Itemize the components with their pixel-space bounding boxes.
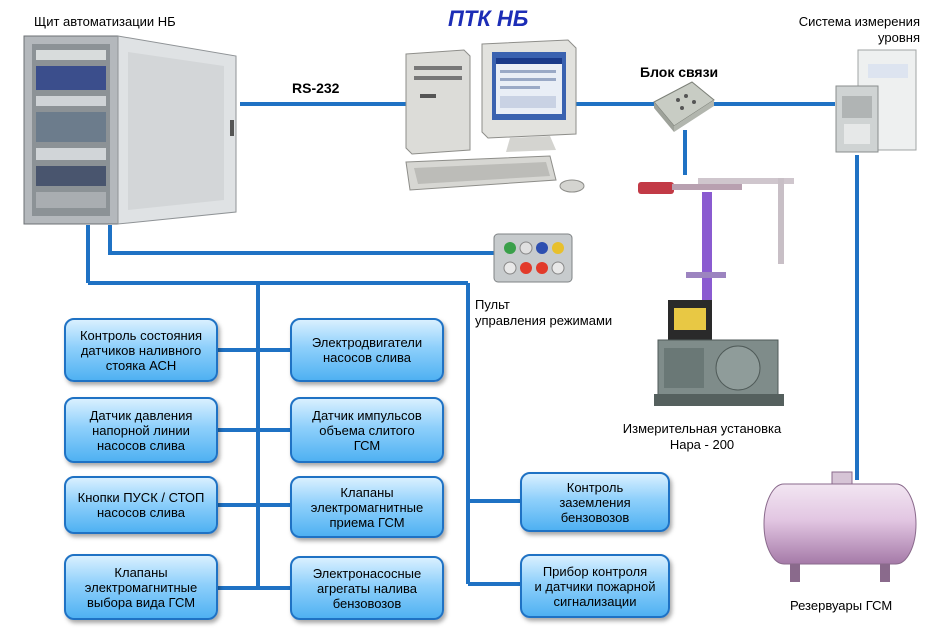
box-text-line: Клапаны bbox=[340, 484, 394, 500]
box-text: Клапаны электромагнитные приема ГСМ bbox=[311, 485, 423, 530]
box-text-line: ГСМ bbox=[353, 437, 381, 453]
level-system-image bbox=[835, 49, 917, 153]
cabinet-label: Щит автоматизации НБ bbox=[34, 14, 176, 29]
metering-unit-label: Измерительная установка Нара - 200 bbox=[602, 421, 802, 453]
box-text-line: насосов слива bbox=[96, 505, 186, 520]
box-text-line: Кнопки ПУСК / СТОП bbox=[77, 490, 205, 505]
metering-unit-image bbox=[638, 178, 794, 406]
box-grounding-control: Контроль заземления бензовозов bbox=[520, 472, 670, 532]
box-text-line: сигнализации bbox=[553, 593, 637, 609]
box-volume-pulse-sensor: Датчик импульсов объема слитого ГСМ bbox=[290, 397, 444, 463]
box-text-line: агрегаты налива bbox=[316, 580, 417, 596]
control-panel-label-line: управления режимами bbox=[475, 313, 613, 328]
box-intake-valves: Клапаны электромагнитные приема ГСМ bbox=[290, 476, 444, 538]
box-text-line: Контроль состояния bbox=[79, 327, 202, 343]
box-text-line: Электронасосные bbox=[312, 565, 422, 581]
control-panel-label-line: Пульт bbox=[475, 297, 510, 312]
box-text-line: Электродвигатели bbox=[311, 335, 423, 350]
box-text-line: бензовозов bbox=[560, 509, 630, 525]
control-panel-label: Пульт управления режимами bbox=[475, 297, 612, 329]
box-text-line: приема ГСМ bbox=[329, 514, 405, 530]
box-text-line: напорной линии bbox=[92, 422, 190, 438]
box-text-line: электромагнитные bbox=[310, 499, 424, 515]
box-text: Электродвигатели насосов слива bbox=[312, 335, 422, 365]
box-text: Кнопки ПУСК / СТОП насосов слива bbox=[78, 490, 205, 520]
computer-image bbox=[405, 39, 585, 193]
box-text: Контроль состояния датчиков наливного ст… bbox=[80, 328, 202, 373]
tanks-label: Резервуары ГСМ bbox=[790, 598, 893, 613]
box-fuel-selection-valves: Клапаны электромагнитные выбора вида ГСМ bbox=[64, 554, 218, 620]
box-ash-riser-sensors: Контроль состояния датчиков наливного ст… bbox=[64, 318, 218, 382]
level-system-label: Система измерения уровня bbox=[760, 14, 920, 46]
comm-unit-label: Блок связи bbox=[640, 64, 719, 80]
level-system-label-line: уровня bbox=[878, 30, 920, 45]
box-text-line: бензовозов bbox=[332, 595, 402, 611]
level-system-label-line: Система измерения bbox=[798, 14, 920, 29]
box-text: Клапаны электромагнитные выбора вида ГСМ bbox=[85, 565, 197, 610]
mode-control-panel-image bbox=[493, 233, 573, 283]
box-text: Датчик давления напорной линии насосов с… bbox=[90, 408, 193, 453]
box-text-line: Датчик давления bbox=[89, 407, 193, 423]
rs232-label: RS-232 bbox=[292, 80, 340, 96]
page-title: ПТК НБ bbox=[448, 6, 529, 31]
box-text-line: стояка АСН bbox=[105, 357, 177, 373]
box-text-line: Датчик импульсов bbox=[312, 407, 422, 423]
comm-unit-image bbox=[653, 81, 715, 132]
box-text-line: насосов слива bbox=[322, 350, 411, 365]
box-text-line: объема слитого bbox=[319, 422, 415, 438]
box-pressure-sensor: Датчик давления напорной линии насосов с… bbox=[64, 397, 218, 463]
box-start-stop-buttons: Кнопки ПУСК / СТОП насосов слива bbox=[64, 476, 218, 534]
box-text-line: Прибор контроля bbox=[542, 563, 648, 579]
box-text: Контроль заземления бензовозов bbox=[559, 480, 630, 525]
box-text-line: насосов слива bbox=[96, 437, 185, 453]
box-text: Прибор контроля и датчики пожарной сигна… bbox=[535, 564, 656, 609]
box-text-line: и датчики пожарной bbox=[534, 578, 656, 594]
box-loading-pump-units: Электронасосные агрегаты налива бензовоз… bbox=[290, 556, 444, 620]
box-text-line: заземления bbox=[559, 494, 631, 510]
metering-unit-label-line: Измерительная установка bbox=[622, 421, 782, 436]
box-text: Датчик импульсов объема слитого ГСМ bbox=[312, 408, 422, 453]
box-text-line: выбора вида ГСМ bbox=[86, 594, 196, 610]
box-text-line: электромагнитные bbox=[84, 579, 198, 595]
fuel-tank-image bbox=[763, 471, 917, 582]
box-fire-alarm-control: Прибор контроля и датчики пожарной сигна… bbox=[520, 554, 670, 618]
metering-unit-label-line: Нара - 200 bbox=[669, 437, 735, 452]
box-text-line: Контроль bbox=[566, 479, 624, 495]
box-text-line: датчиков наливного bbox=[80, 342, 202, 358]
box-pump-motors: Электродвигатели насосов слива bbox=[290, 318, 444, 382]
box-text: Электронасосные агрегаты налива бензовоз… bbox=[313, 566, 422, 611]
box-text-line: Клапаны bbox=[114, 564, 168, 580]
automation-cabinet-image bbox=[23, 35, 237, 225]
